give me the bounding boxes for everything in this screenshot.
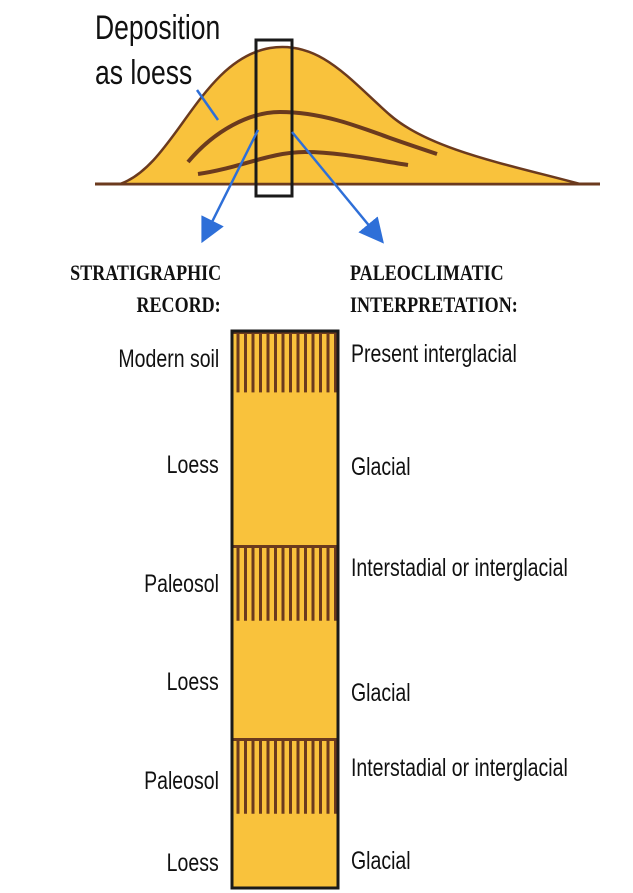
stratigraphic-heading-line2: RECORD: — [137, 292, 221, 318]
unit-label: Paleosol — [144, 570, 219, 598]
unit-label: Loess — [167, 668, 219, 696]
unit-label: Paleosol — [144, 767, 219, 795]
paleoclimatic-heading-line2: INTERPRETATION: — [350, 292, 518, 318]
stratigraphic-column — [232, 331, 338, 888]
unit-label: Loess — [167, 849, 219, 877]
interpretation-label: Interstadial or interglacial — [351, 554, 568, 582]
interpretation-label: Glacial — [351, 453, 411, 481]
deposition-label-line2: as loess — [95, 54, 192, 92]
stratigraphic-heading-line1: STRATIGRAPHIC — [70, 260, 221, 286]
paleosol-layer — [232, 545, 338, 627]
unit-label: Loess — [167, 451, 219, 479]
unit-label: Modern soil — [118, 345, 219, 373]
interpretation-label: Interstadial or interglacial — [351, 754, 568, 782]
interpretation-label: Present interglacial — [351, 340, 517, 368]
paleosol-layer — [232, 331, 338, 397]
paleoclimatic-heading-line1: PALEOCLIMATIC — [350, 260, 504, 286]
interpretation-label: Glacial — [351, 847, 411, 875]
loess-layer — [232, 820, 338, 888]
deposition-label-line1: Deposition — [95, 9, 220, 47]
paleosol-layer — [232, 738, 338, 820]
loess-layer — [232, 627, 338, 738]
interpretation-label: Glacial — [351, 679, 411, 707]
loess-layer — [232, 397, 338, 545]
